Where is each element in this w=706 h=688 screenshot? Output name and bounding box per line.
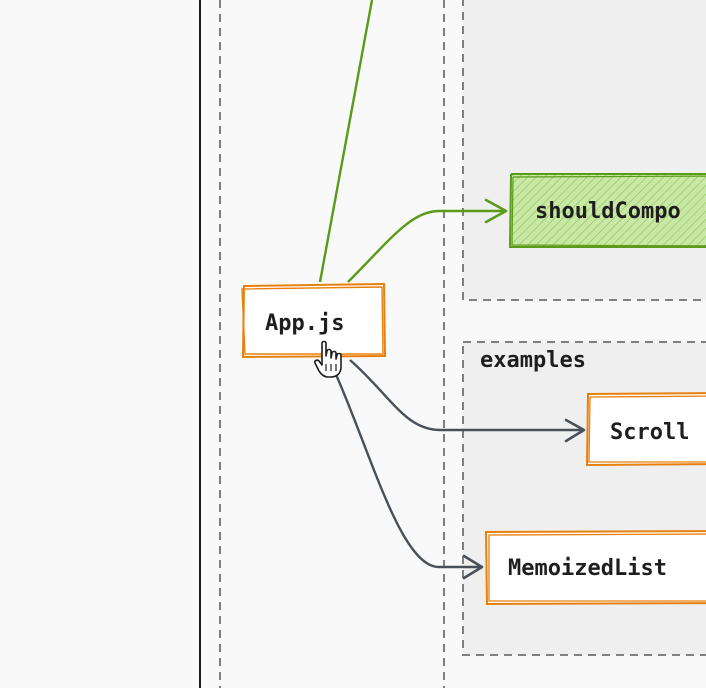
node-app-label: App.js	[265, 311, 345, 336]
edge-app-to-memo	[332, 369, 482, 569]
hand-pointer-icon	[314, 340, 342, 378]
node-memo-label: MemoizedList	[508, 556, 667, 581]
group-examples-label: examples	[480, 348, 586, 373]
arrowhead-should	[484, 198, 508, 224]
node-should-label: shouldCompo	[535, 199, 681, 224]
edge-app-to-scroll	[349, 359, 584, 432]
top-group-region	[462, 0, 706, 301]
node-memo[interactable]	[484, 530, 706, 606]
arrowhead-memo	[462, 554, 484, 580]
arrowhead-scroll	[564, 418, 586, 443]
node-should[interactable]	[508, 173, 706, 248]
examples-group-region	[462, 341, 706, 656]
edge-app-to-should	[347, 209, 506, 283]
edge-app-to-offscreen	[318, 0, 374, 283]
node-scroll-label: Scroll	[610, 420, 690, 445]
node-app[interactable]	[241, 282, 387, 359]
node-scroll[interactable]	[585, 392, 706, 467]
